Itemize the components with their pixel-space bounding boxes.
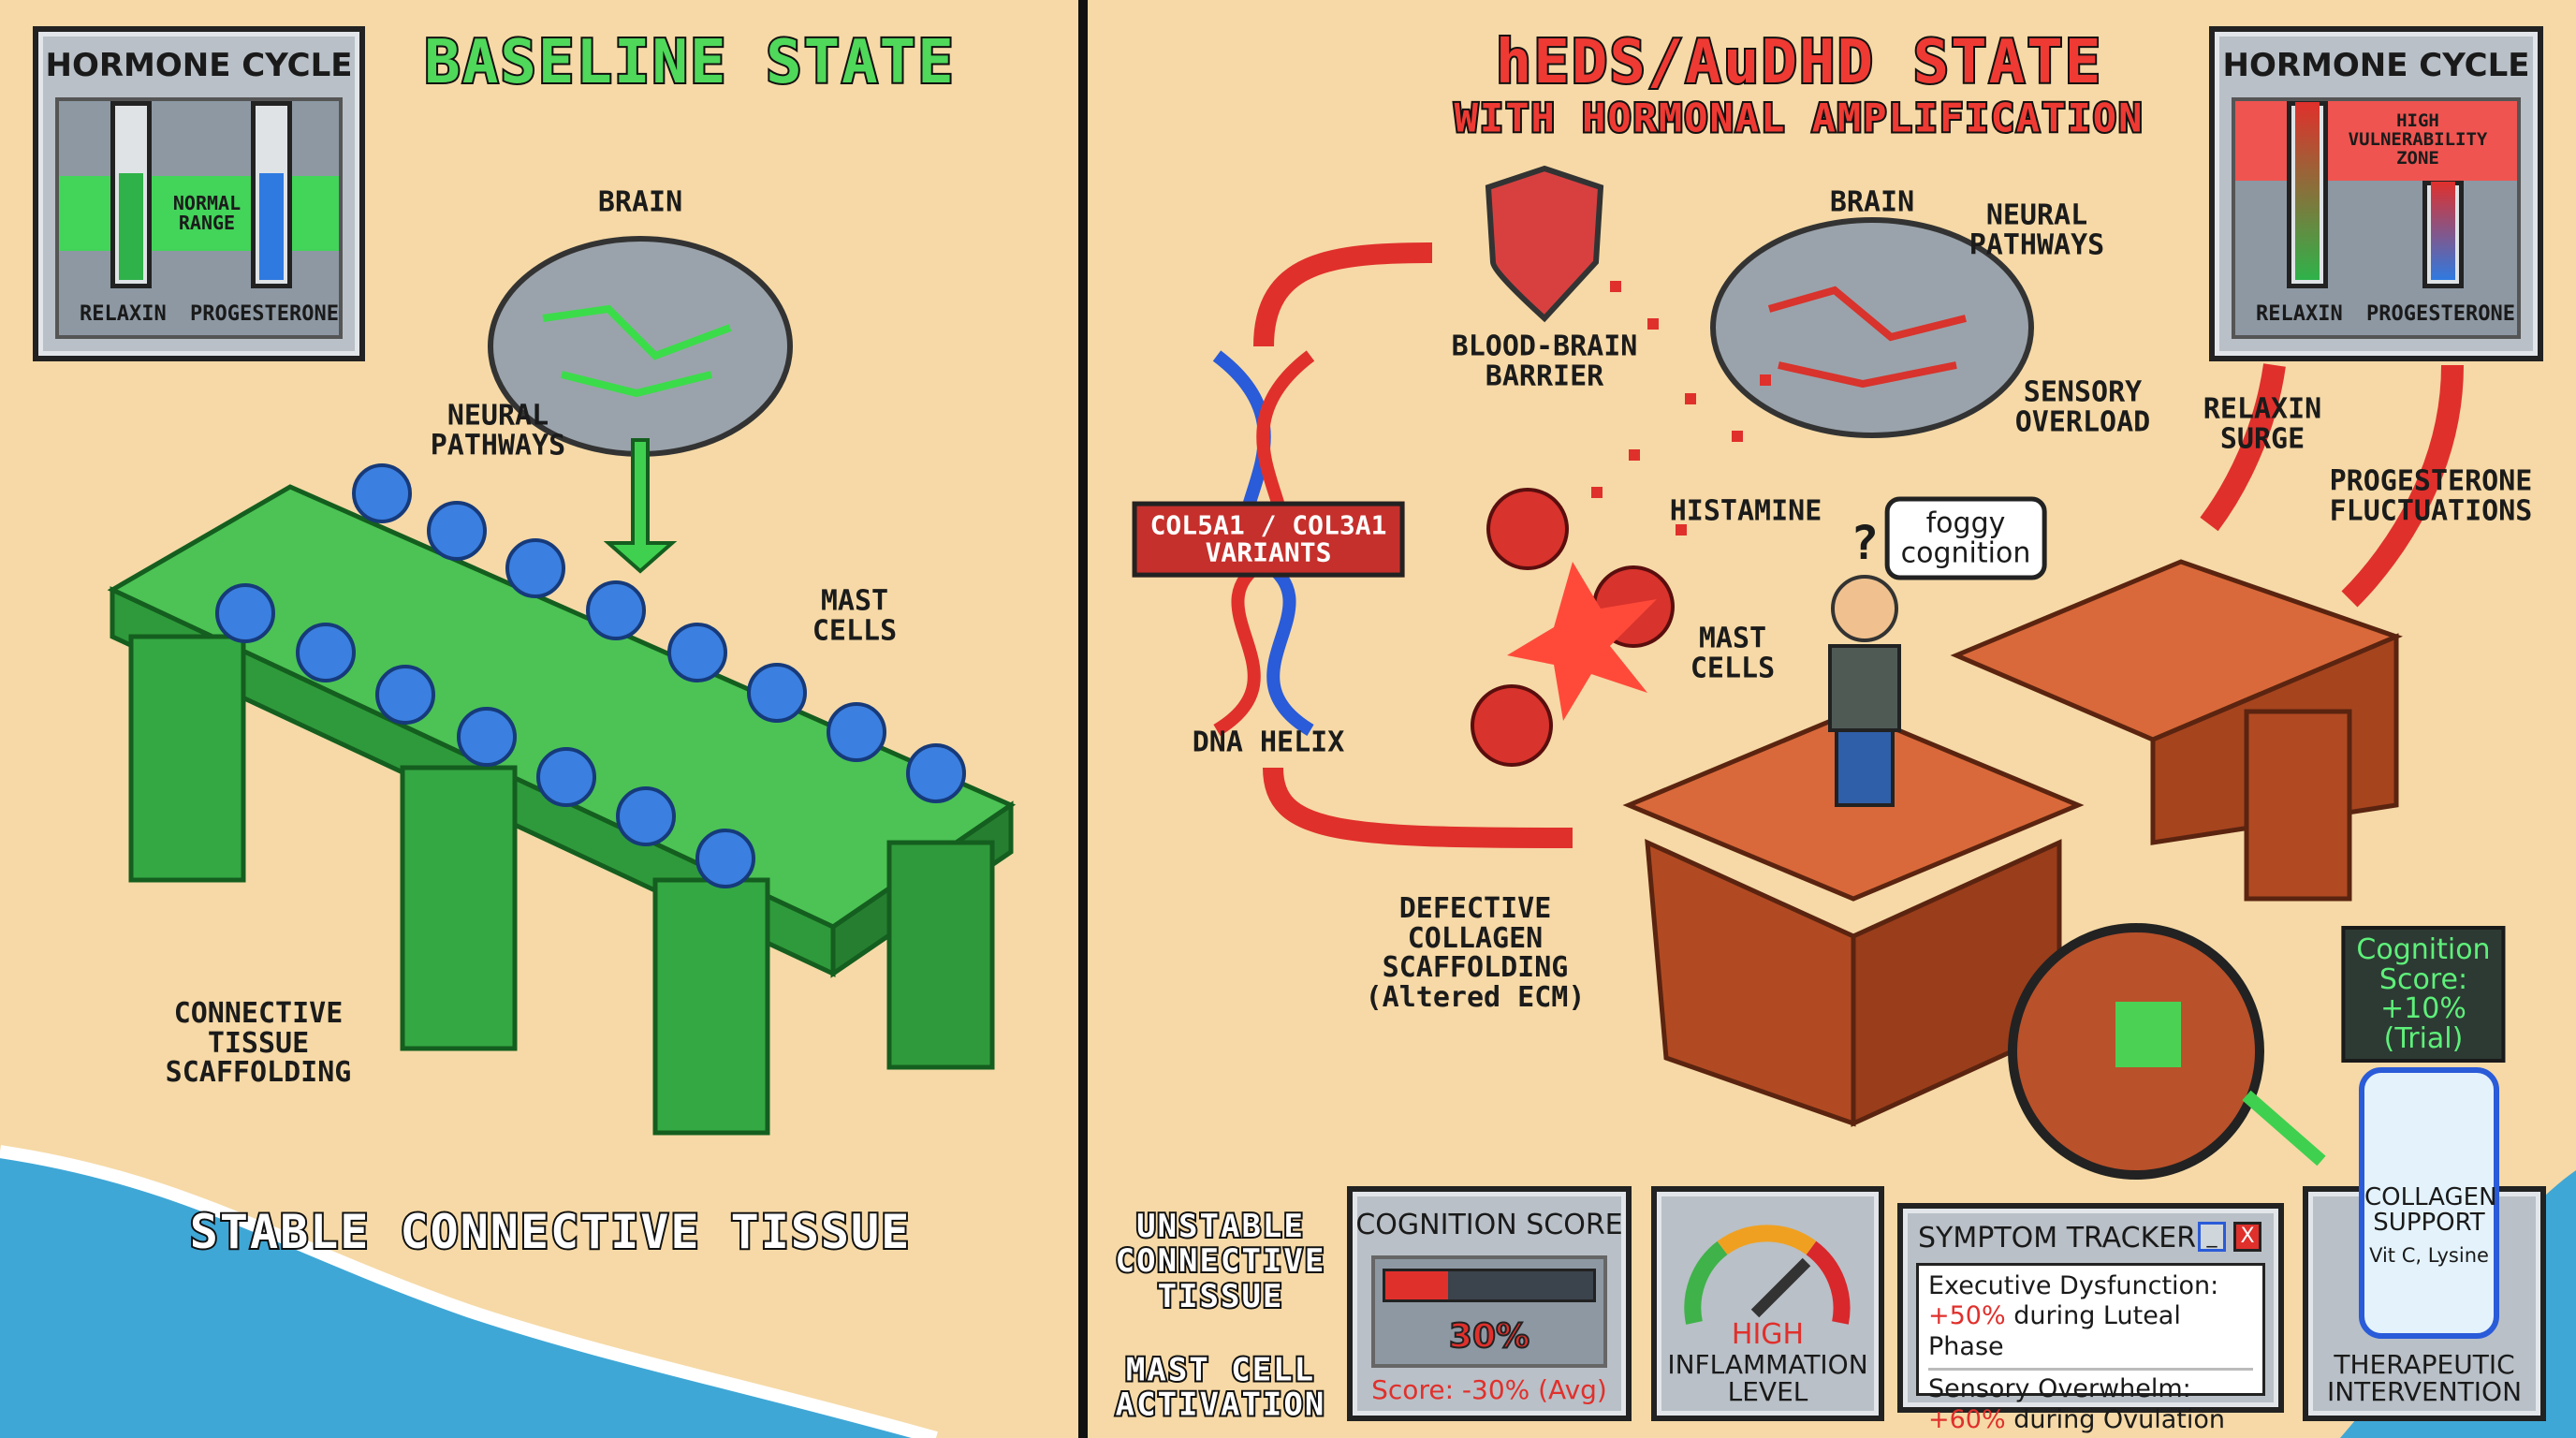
relaxin-bar [2287,101,2328,288]
hormone-chart: NORMAL RANGE RELAXIN PROGESTERONE [55,97,343,339]
trial-score-tooltip: Cognition Score: +10% (Trial) [2341,926,2506,1063]
dna-variants-banner: COL5A1 / COL3A1 VARIANTS [1132,501,1405,578]
symptom-tracker-window: SYMPTOM TRACKER _ X Executive Dysfunctio… [1897,1203,2284,1434]
shield-icon [1485,165,1604,323]
sensory-overload-label: SENSORY OVERLOAD [2014,375,2151,438]
gauge-icon [1684,1225,1851,1325]
symptom-name: Executive Dysfunction: [1928,1271,2219,1300]
symptom-item: Executive Dysfunction:+50% during Luteal… [1928,1271,2253,1362]
relaxin-bar [110,101,152,288]
heds-title: hEDS/AuDHD STATE [1494,26,2103,99]
therapeutic-label: THERAPEUTIC INTERVENTION [2326,1349,2523,1408]
score-text: Score: -30% (Avg) [1371,1374,1607,1405]
high-vulnerability-label: HIGH VULNERABILITY ZONE [2348,110,2488,169]
panel-title: COGNITION SCORE [1355,1209,1623,1241]
symptom-name: Sensory Overwhelm: [1928,1374,2191,1404]
brain-label-left: BRAIN [597,185,683,219]
dna-helix-label: DNA HELIX [1192,726,1345,759]
normal-range-zone [59,176,339,251]
progesterone-label: PROGESTERONE [190,302,339,326]
neural-pathways-left [542,304,732,398]
relaxin-label: RELAXIN [80,302,167,326]
window-title: SYMPTOM TRACKER [1918,1222,2197,1255]
bottle-sublabel: Vit C, Lysine [2369,1243,2489,1267]
cognition-score-panel: COGNITION SCORE 30% Score: -30% (Avg) [1347,1186,1632,1421]
cognition-value: 30% [1448,1316,1530,1357]
symptom-change: +50% [1928,1301,2006,1331]
histamine-burst [1507,562,1657,721]
progesterone-bar [251,101,292,288]
arrow-to-bridge [1263,767,1573,848]
hormone-cycle-panel-right: HORMONE CYCLE HIGH VULNERABILITY ZONE RE… [2209,26,2543,361]
collagen-bottle: COLLAGEN SUPPORT Vit C, Lysine [2359,1067,2499,1339]
histamine-particles [1591,281,1771,536]
neural-pathways-right [1767,286,1967,389]
defective-collagen-label: DEFECTIVE COLLAGEN SCAFFOLDING (Altered … [1365,892,1586,1014]
stable-tissue-footer: STABLE CONNECTIVE TISSUE [188,1203,912,1261]
inflammation-level-value: HIGH [1731,1318,1805,1351]
panel-title: HORMONE CYCLE [2222,47,2530,84]
normal-range-label: NORMAL RANGE [172,192,242,234]
neural-pathways-label-left: NEURAL PATHWAYS [430,399,566,462]
arrow-down [603,438,678,574]
scaffolding-label: CONNECTIVE TISSUE SCAFFOLDING [165,996,352,1089]
brain-label-right: BRAIN [1829,185,1915,219]
symptom-change: +60% [1928,1404,2006,1434]
thought-bubble: foggy cognition [1884,496,2047,580]
question-mark: ? [1850,515,1880,570]
unstable-tissue-label: UNSTABLE CONNECTIVE TISSUE [1114,1207,1326,1315]
collagen-patch [2115,1002,2181,1067]
inflammation-label: INFLAMMATION LEVEL [1667,1349,1868,1408]
mast-cells-label-right: MAST CELLS [1690,622,1776,684]
progesterone-label: PROGESTERONE [2366,302,2515,326]
mast-cells-left [215,463,966,888]
close-button[interactable]: X [2233,1222,2261,1252]
divider [1078,0,1088,1438]
symptom-list: Executive Dysfunction:+50% during Luteal… [1916,1263,2265,1434]
baseline-title: BASELINE STATE [422,26,956,99]
mast-cell-activation-label: MAST CELL ACTIVATION [1114,1351,1326,1425]
symptom-item: Sensory Overwhelm:+60% during Ovulation [1928,1374,2253,1435]
heds-subtitle: WITH HORMONAL AMPLIFICATION [1453,94,2144,143]
progesterone-bar [2422,181,2464,288]
progesterone-fluctuations-label: PROGESTERONE FLUCTUATIONS [2329,464,2533,527]
bottle-label: COLLAGEN SUPPORT [2364,1183,2497,1238]
symptom-phase: during Ovulation [2013,1404,2226,1434]
cognition-progress-bar [1383,1269,1596,1302]
minimize-button[interactable]: _ [2198,1222,2226,1252]
green-bridge [107,484,1017,1136]
brain-right [1710,217,2034,438]
symptom-phase: during Luteal Phase [1928,1301,2181,1361]
relaxin-surge-label: RELAXIN SURGE [2203,392,2322,455]
progress-box: 30% [1371,1255,1607,1368]
progress-fill [1385,1271,1448,1299]
high-vulnerability-zone [2235,101,2517,181]
neural-pathways-label-right: NEURAL PATHWAYS [1969,198,2105,261]
relaxin-arrow [2200,363,2286,532]
person [1828,575,1901,807]
inflammation-panel: HIGH INFLAMMATION LEVEL [1651,1186,1884,1421]
panel-title: HORMONE CYCLE [45,47,353,84]
progesterone-arrow [2341,364,2464,608]
arrow-to-bbb [1253,242,1433,347]
ocean-foam-left [0,1145,938,1438]
relaxin-label: RELAXIN [2256,302,2343,326]
hormone-cycle-panel-left: HORMONE CYCLE NORMAL RANGE RELAXIN PROGE… [33,26,365,361]
histamine-label: HISTAMINE [1669,494,1822,528]
hormone-chart: HIGH VULNERABILITY ZONE RELAXIN PROGESTE… [2232,97,2521,339]
bbb-label: BLOOD-BRAIN BARRIER [1451,330,1638,392]
mast-cells-label-left: MAST CELLS [812,584,898,647]
